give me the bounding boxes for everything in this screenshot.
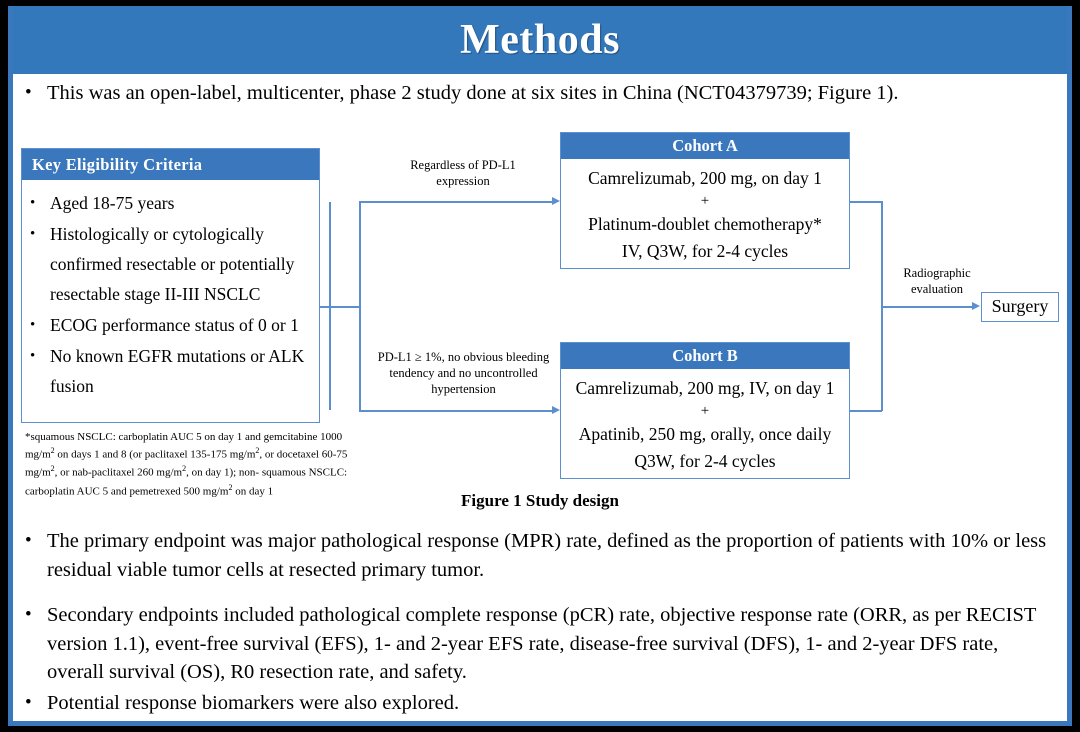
connector-merge-vertical xyxy=(881,201,883,411)
connector-surgery-horizontal xyxy=(881,306,973,308)
connector-branch-b-vertical xyxy=(359,306,361,411)
cohort-b-line2: Apatinib, 250 mg, orally, once daily xyxy=(578,424,832,444)
footnote-line3b: on day 1 xyxy=(232,485,274,498)
cohort-a-line3: IV, Q3W, for 2-4 cycles xyxy=(621,241,789,261)
cohort-a-box: Cohort A Camrelizumab, 200 mg, on day 1 … xyxy=(560,132,850,269)
secondary-endpoint-bullet-row: • Secondary endpoints included pathologi… xyxy=(25,601,1059,687)
eligibility-item-label: ECOG performance status of 0 or 1 xyxy=(50,315,299,335)
connector-trunk-stub xyxy=(320,306,360,308)
footnote-line2c: , or nab-paclitaxel 260 mg/m xyxy=(54,467,183,480)
eligibility-criteria-box: Key Eligibility Criteria • Aged 18-75 ye… xyxy=(21,148,320,423)
connector-label-radiographic: Radiographic evaluation xyxy=(903,266,971,296)
surgery-box: Surgery xyxy=(981,292,1059,322)
connector-cohort-b-out xyxy=(850,410,882,412)
footnote-line2: paclitaxel 135-175 mg/m xyxy=(144,449,256,462)
intro-bullet-text: This was an open-label, multicenter, pha… xyxy=(47,82,899,104)
footnote-sup: 2 xyxy=(182,464,187,474)
connector-label-regardless: Regardless of PD-L1 expression xyxy=(410,158,516,188)
footnote-sup: 2 xyxy=(50,446,55,456)
connector-arrow-surgery xyxy=(972,302,980,310)
cohort-b-body: Camrelizumab, 200 mg, IV, on day 1 + Apa… xyxy=(561,369,849,475)
connector-arrow-cohort-a xyxy=(552,197,560,205)
footnote-sup: 2 xyxy=(228,482,233,492)
list-item: • Histologically or cytologically confir… xyxy=(30,219,313,309)
footnote-line1: *squamous NSCLC: carboplatin AUC 5 on da… xyxy=(25,431,343,462)
bullet-icon: • xyxy=(30,317,36,333)
slide-title-band: Methods xyxy=(13,6,1067,74)
bullet-icon: • xyxy=(30,195,36,211)
biomarker-bullet-row: • Potential response biomarkers were als… xyxy=(25,689,1059,718)
intro-bullet-row: • This was an open-label, multicenter, p… xyxy=(25,79,1057,108)
cohort-b-box: Cohort B Camrelizumab, 200 mg, IV, on da… xyxy=(560,342,850,479)
footnote-line2b: , or docetaxel 60-75 mg/m xyxy=(25,449,348,480)
eligibility-item-label: Aged 18-75 years xyxy=(50,193,175,213)
connector-label-pdl1: PD-L1 ≥ 1%, no obvious bleeding tendency… xyxy=(377,350,550,396)
bullet-icon: • xyxy=(25,692,32,713)
footnote-sup: 2 xyxy=(255,446,260,456)
bullet-icon: • xyxy=(25,530,32,551)
footnote-line2d: , on day 1); non- xyxy=(186,467,260,480)
cohort-b-plus: + xyxy=(700,403,710,419)
figure-footnote: *squamous NSCLC: carboplatin AUC 5 on da… xyxy=(25,430,355,499)
eligibility-item-label: Histologically or cytologically confirme… xyxy=(50,224,295,304)
connector-branch-b-horizontal xyxy=(359,410,553,412)
biomarker-text: Potential response biomarkers were also … xyxy=(47,692,460,714)
cohort-a-plus: + xyxy=(700,193,710,209)
bullet-icon: • xyxy=(25,82,32,103)
footnote-sup: 2 xyxy=(50,464,55,474)
cohort-a-header: Cohort A xyxy=(561,133,849,159)
bullet-icon: • xyxy=(30,348,36,364)
footnote-line3: squamous NSCLC: carboplatin AUC 5 and pe… xyxy=(25,467,348,498)
page-title: Methods xyxy=(460,17,620,63)
connector-arrow-cohort-b xyxy=(552,406,560,414)
cohort-a-line2: Platinum-doublet chemotherapy* xyxy=(588,214,822,234)
primary-endpoint-bullet-row: • The primary endpoint was major patholo… xyxy=(25,527,1059,584)
list-item: • Aged 18-75 years xyxy=(30,188,313,218)
bullet-icon: • xyxy=(30,226,36,242)
list-item: • ECOG performance status of 0 or 1 xyxy=(30,310,313,340)
figure-caption: Figure 1 Study design xyxy=(461,491,619,510)
bullet-icon: • xyxy=(25,604,32,625)
cohort-b-line3: Q3W, for 2-4 cycles xyxy=(634,451,776,471)
surgery-label: Surgery xyxy=(991,296,1049,316)
list-item: • No known EGFR mutations or ALK fusion xyxy=(30,341,313,401)
connector-branch-a-vertical xyxy=(359,202,361,307)
footnote-line1b: on days 1 and 8 (or xyxy=(54,449,143,462)
eligibility-item-label: No known EGFR mutations or ALK fusion xyxy=(50,346,305,396)
connector-cohort-a-out xyxy=(850,201,882,203)
cohort-a-line1: Camrelizumab, 200 mg, on day 1 xyxy=(588,168,822,188)
eligibility-header: Key Eligibility Criteria xyxy=(22,149,319,180)
connector-trunk-vertical xyxy=(329,202,331,410)
secondary-endpoint-text: Secondary endpoints included pathologica… xyxy=(47,604,1037,683)
eligibility-list: • Aged 18-75 years • Histologically or c… xyxy=(22,180,319,401)
cohort-a-body: Camrelizumab, 200 mg, on day 1 + Platinu… xyxy=(561,159,849,265)
primary-endpoint-text: The primary endpoint was major pathologi… xyxy=(47,530,1047,581)
cohort-b-header: Cohort B xyxy=(561,343,849,369)
cohort-b-line1: Camrelizumab, 200 mg, IV, on day 1 xyxy=(575,378,835,398)
slide: Methods • This was an open-label, multic… xyxy=(8,6,1072,726)
connector-branch-a-horizontal xyxy=(359,201,553,203)
